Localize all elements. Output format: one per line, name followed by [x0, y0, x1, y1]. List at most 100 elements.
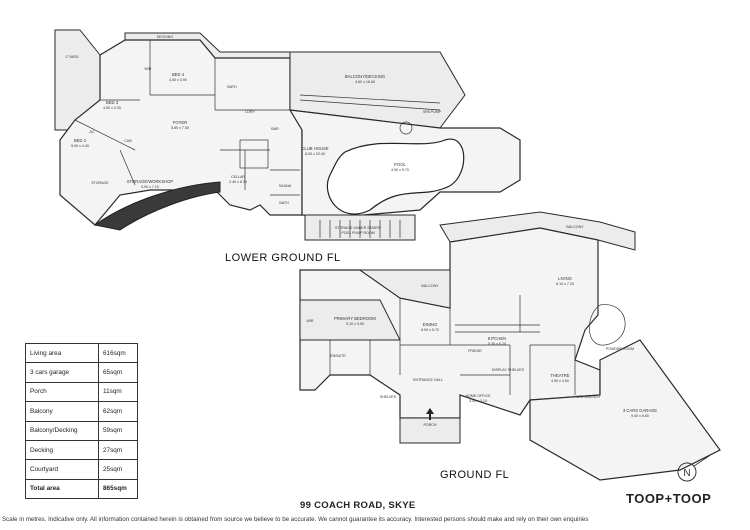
area-label: 3 cars garage	[25, 362, 99, 383]
area-label: Balcony/Decking	[25, 420, 99, 441]
label-display-shelves: DISPLAY SHELVES	[492, 368, 525, 372]
label-pump-room: POOL PUMP ROOM	[341, 231, 374, 235]
label-dining: DINING	[423, 322, 438, 327]
label-storage: STORAGE	[91, 181, 109, 185]
label-bed4-dim: 4.50 x 3.90	[169, 78, 187, 82]
area-value: 62sqm	[98, 401, 138, 422]
storage-workshop-ramp	[93, 181, 221, 231]
area-value: 25sqm	[98, 459, 138, 480]
label-bar: BAR	[271, 127, 279, 131]
label-wir-ground: WIR	[307, 319, 314, 323]
label-dining-dim: 6.00 x 5.70	[421, 328, 439, 332]
label-ac-lower: AC	[90, 130, 95, 134]
label-garage-dim: 9.40 x 6.60	[631, 414, 649, 418]
label-balcony-decking-dim: 4.60 x 16.60	[355, 80, 375, 84]
label-storage-workshop-dim: 5.00 x 7.10	[141, 185, 159, 189]
label-living: LIVING	[558, 276, 572, 281]
ground-floor	[299, 211, 721, 481]
label-theatre-dim: 4.90 x 4.60	[551, 379, 569, 383]
area-label: Total area	[25, 478, 99, 500]
label-clubhouse-dim: 8.00 x 22.40	[305, 152, 325, 156]
lower-main-outline	[59, 39, 331, 226]
label-kitchen: KITCHEN	[488, 336, 506, 341]
label-ensuite: ENSUITE	[330, 354, 346, 358]
label-bed2: BED 2	[74, 138, 87, 143]
north-arrow-icon: N	[677, 453, 713, 482]
label-kitchen-dim: 5.30 x 6.20	[488, 342, 506, 346]
porch-area	[399, 417, 461, 444]
label-foyer: FOYER	[173, 120, 187, 125]
pool-shape	[326, 138, 465, 215]
label-courtyard: C'YARD	[66, 55, 79, 59]
label-sauna: SAUNA	[279, 184, 292, 188]
property-address: 99 COACH ROAD, SKYE	[300, 500, 416, 511]
label-workbench: WORKBENCH	[576, 395, 600, 399]
label-balcony-top: BALCONY	[566, 225, 584, 229]
label-garage: 3 CARS GARAGE	[623, 408, 657, 413]
area-value: 11sqm	[98, 381, 138, 403]
north-label: N	[683, 468, 690, 479]
spiral-stair	[588, 304, 626, 346]
area-label: Decking	[25, 439, 99, 461]
label-theatre: THEATRE	[550, 373, 569, 378]
label-cub: CUB	[124, 139, 132, 143]
area-value: 865sqm	[98, 478, 138, 500]
label-living-dim: 8.10 x 7.20	[556, 282, 574, 286]
label-spa-pump: SPA PUMP	[423, 110, 442, 114]
label-balcony-mid: BALCONY	[421, 284, 439, 288]
area-value: 616sqm	[98, 342, 138, 364]
label-wir: WIR	[145, 67, 152, 71]
area-label: Balcony	[25, 401, 99, 422]
area-label: Living area	[25, 342, 99, 364]
entrance-arrow	[426, 408, 434, 420]
ground-internal-walls	[329, 295, 576, 400]
label-clubhouse: CLUB HOUSE	[301, 146, 328, 151]
label-porch: PORCH	[424, 423, 437, 427]
label-bath2: BATH	[279, 201, 289, 205]
lower-internal-walls	[74, 40, 300, 196]
label-under-stairs: STORAGE UNDER STAIRS/	[335, 226, 381, 230]
label-home-office-dim: 3.00 x 3.10	[469, 399, 487, 403]
disclaimer-text: Scale in metres. Indicative only. All in…	[2, 516, 589, 523]
label-bed2-dim: 5.00 x 4.40	[71, 144, 89, 148]
lower-room-labels: DECKING C'YARD BED 4 4.50 x 3.90 BED 3 4…	[66, 35, 442, 235]
label-cellar: CELLAR	[231, 175, 245, 179]
label-powder-room: POWDER ROOM	[606, 347, 634, 351]
label-foyer-dim: 5.80 x 7.50	[171, 126, 189, 130]
label-cellar-dim: 2.40 x 6.30	[229, 180, 247, 184]
label-storage-workshop: STORAGE/WORKSHOP	[127, 179, 174, 184]
label-entrance-hall: ENTRANCE HALL	[413, 378, 443, 382]
label-shelves: SHELVES	[380, 395, 397, 399]
garage-outline	[529, 339, 721, 481]
label-ldry: LDRY	[245, 110, 255, 114]
label-pool-dim: 4.90 x 9.70	[391, 168, 409, 172]
area-label: Courtyard	[25, 459, 99, 480]
label-primary-bedroom: PRIMARY BEDROOM	[334, 316, 376, 321]
agency-logo: TOOP+TOOP	[626, 491, 712, 506]
area-value: 65sqm	[98, 362, 138, 383]
level-title-lower: LOWER GROUND FL	[225, 252, 341, 264]
area-value: 27sqm	[98, 439, 138, 461]
lower-ground-floor	[54, 29, 521, 241]
area-value: 59sqm	[98, 420, 138, 441]
level-title-ground: GROUND FL	[440, 469, 509, 481]
label-primary-bedroom-dim: 5.10 x 3.90	[346, 322, 364, 326]
label-decking: DECKING	[157, 35, 174, 39]
label-bed4: BED 4	[172, 72, 185, 77]
ground-room-labels: BALCONY BALCONY LIVING 8.10 x 7.20 PRIMA…	[307, 225, 658, 427]
label-fridge: FRIDGE	[468, 349, 482, 353]
label-balcony-decking: BALCONY/DECKING	[345, 74, 385, 79]
label-home-office: HOME OFFICE	[466, 394, 492, 398]
label-bed3-dim: 4.50 x 3.30	[103, 106, 121, 110]
label-pool: POOL	[394, 162, 406, 167]
